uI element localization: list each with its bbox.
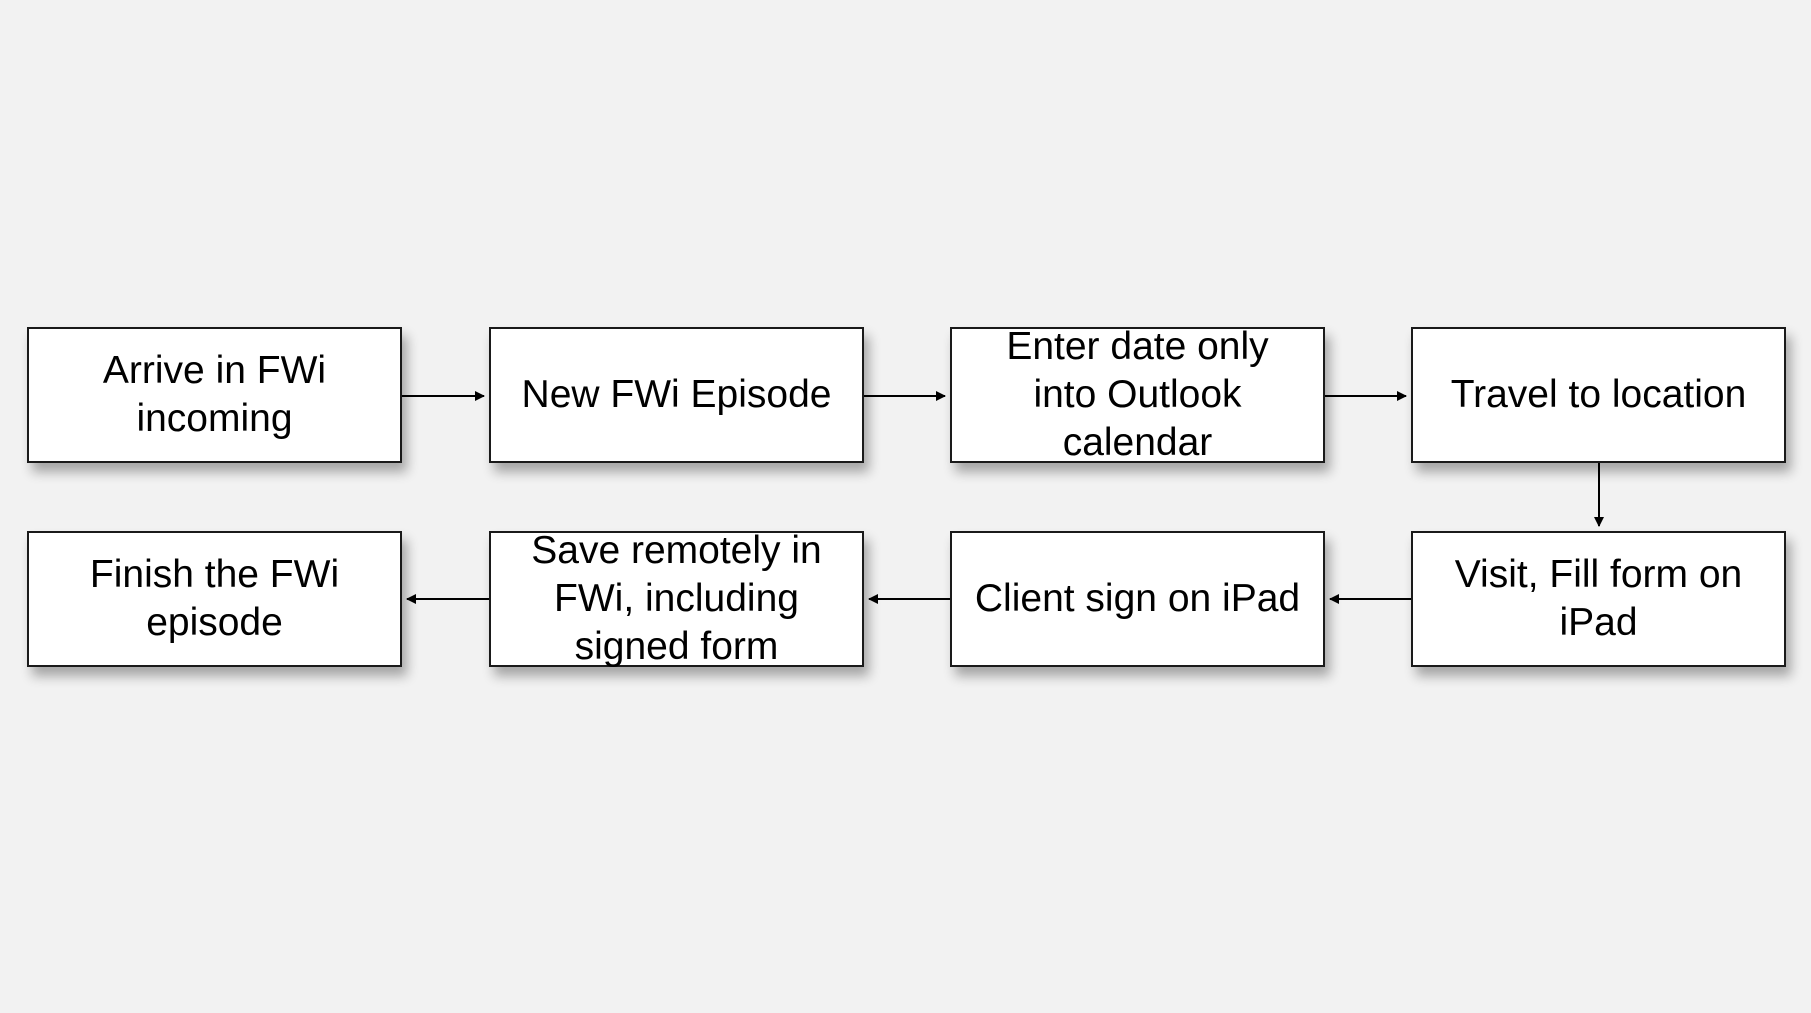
node-label: New FWi Episode [521, 373, 832, 416]
node-enter-date-outlook: Enter date only into Outlook calendar [950, 325, 1325, 464]
node-label: Visit, Fill form on iPad [1454, 553, 1743, 644]
node-visit-fill-form: Visit, Fill form on iPad [1411, 531, 1786, 667]
node-label: Travel to location [1450, 373, 1747, 416]
node-arrive-in-fwi-incoming: Arrive in FWi incoming [27, 327, 402, 463]
node-label: Finish the FWi episode [89, 553, 340, 644]
node-new-fwi-episode: New FWi Episode [489, 327, 864, 463]
node-save-remotely: Save remotely in FWi, including signed f… [489, 529, 864, 668]
node-client-sign: Client sign on iPad [950, 531, 1325, 667]
node-label: Save remotely in FWi, including signed f… [531, 529, 822, 668]
node-label: Client sign on iPad [974, 577, 1301, 620]
node-finish-episode: Finish the FWi episode [27, 531, 402, 667]
node-label: Arrive in FWi incoming [102, 349, 327, 440]
node-label: Enter date only into Outlook calendar [1006, 325, 1269, 464]
node-travel-to-location: Travel to location [1411, 327, 1786, 463]
